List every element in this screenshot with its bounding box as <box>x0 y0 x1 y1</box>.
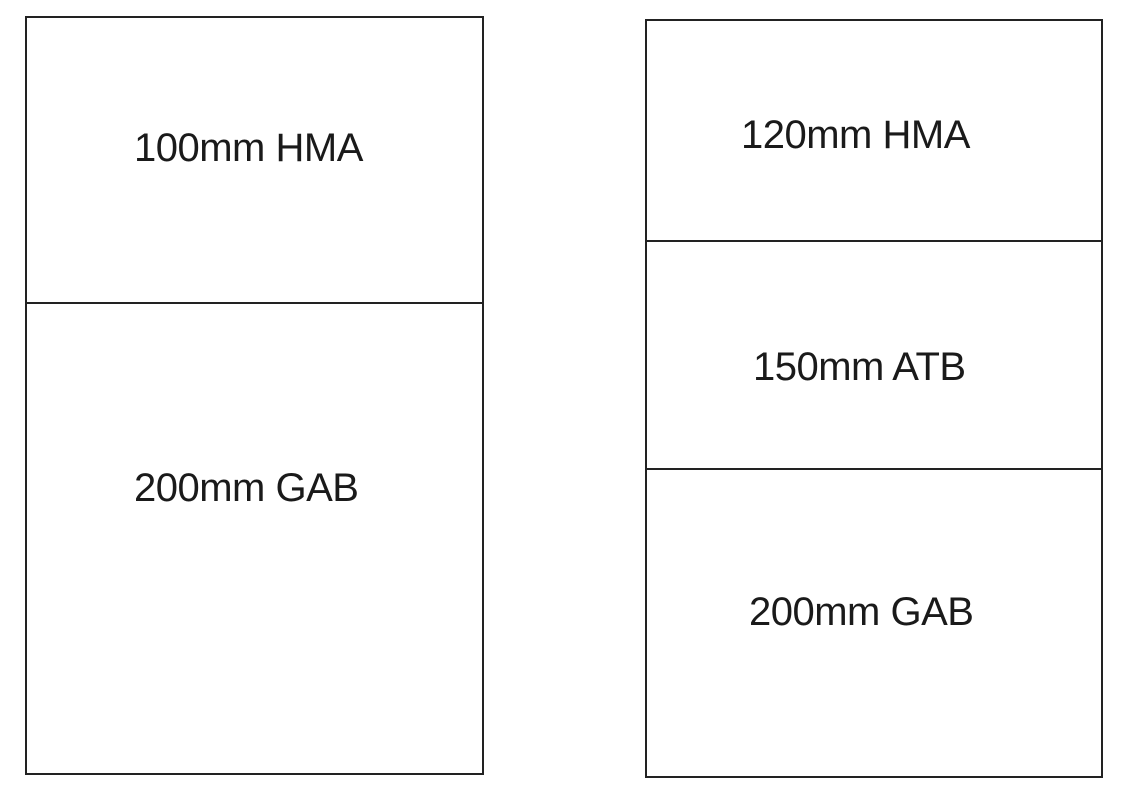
pavement-section-left: 100mm HMA 200mm GAB <box>25 16 484 775</box>
layer-gab-200: 200mm GAB <box>27 302 482 773</box>
layer-hma-100: 100mm HMA <box>27 18 482 302</box>
layer-label: 200mm GAB <box>749 590 974 634</box>
layer-label: 120mm HMA <box>741 113 970 157</box>
layer-label: 200mm GAB <box>134 466 359 510</box>
layer-hma-120: 120mm HMA <box>647 21 1101 240</box>
layer-label: 100mm HMA <box>134 126 363 170</box>
pavement-section-right: 120mm HMA 150mm ATB 200mm GAB <box>645 19 1103 778</box>
layer-label: 150mm ATB <box>753 345 966 389</box>
layer-atb-150: 150mm ATB <box>647 240 1101 468</box>
layer-gab-200: 200mm GAB <box>647 468 1101 776</box>
